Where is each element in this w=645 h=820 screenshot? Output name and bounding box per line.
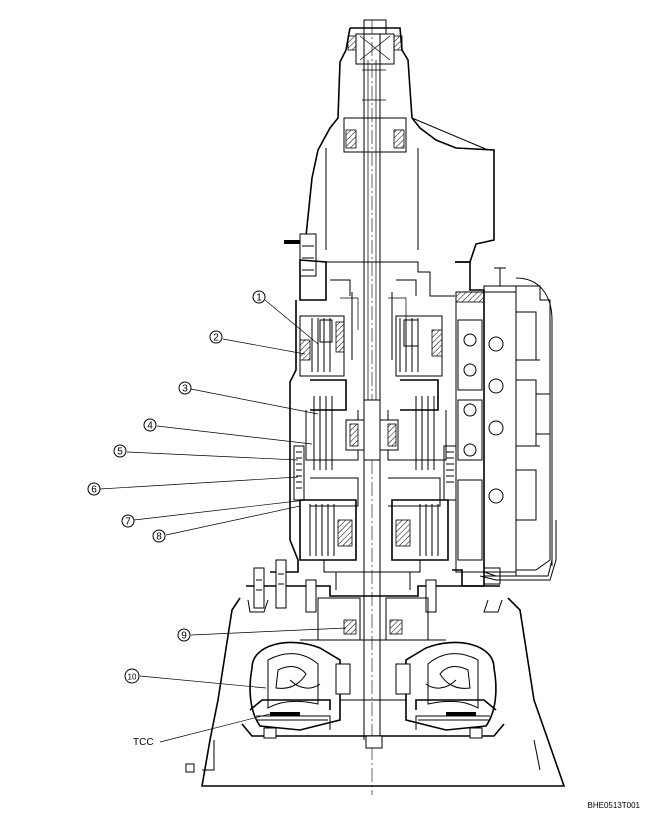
callout-3: 3 (178, 381, 192, 395)
callout-label-2: 2 (213, 333, 219, 344)
low-reverse-clutch (299, 499, 449, 590)
figure-code: BHE0513T001 (588, 801, 641, 810)
clutch-assembly-upper (299, 292, 443, 377)
callout-label-7: 7 (125, 517, 131, 528)
callout-2: 2 (209, 330, 223, 344)
callout-4: 4 (143, 418, 157, 432)
callout-label-10: 10 (128, 673, 137, 682)
converter-front-cover (241, 723, 505, 749)
control-valve-body (455, 267, 553, 577)
output-shaft (362, 34, 386, 740)
callout-label-9: 9 (181, 631, 187, 642)
torque-converter-clutch (249, 699, 497, 721)
callout-7: 7 (121, 514, 135, 528)
tcc-label: TCC (133, 737, 154, 748)
callout-label-4: 4 (147, 421, 153, 432)
callout-1: 1 (252, 290, 266, 304)
callout-label-3: 3 (182, 384, 188, 395)
callout-6: 6 (87, 482, 101, 496)
breather-fitting (284, 233, 317, 277)
callout-10: 10 (124, 668, 140, 684)
callout-label-1: 1 (256, 293, 262, 304)
cooler-pipe (479, 520, 557, 585)
callout-9: 9 (177, 628, 191, 642)
oil-pump (300, 597, 446, 641)
torque-converter (249, 641, 497, 731)
callout-leader-lines (99, 299, 347, 743)
callout-label-6: 6 (91, 485, 97, 496)
callout-8: 8 (152, 529, 166, 543)
callout-5: 5 (113, 444, 127, 458)
pump-bolts (253, 559, 437, 613)
extension-housing (299, 19, 495, 263)
callout-label-8: 8 (156, 532, 162, 543)
planetary-gear-set (293, 379, 457, 507)
callout-label-5: 5 (117, 447, 123, 458)
